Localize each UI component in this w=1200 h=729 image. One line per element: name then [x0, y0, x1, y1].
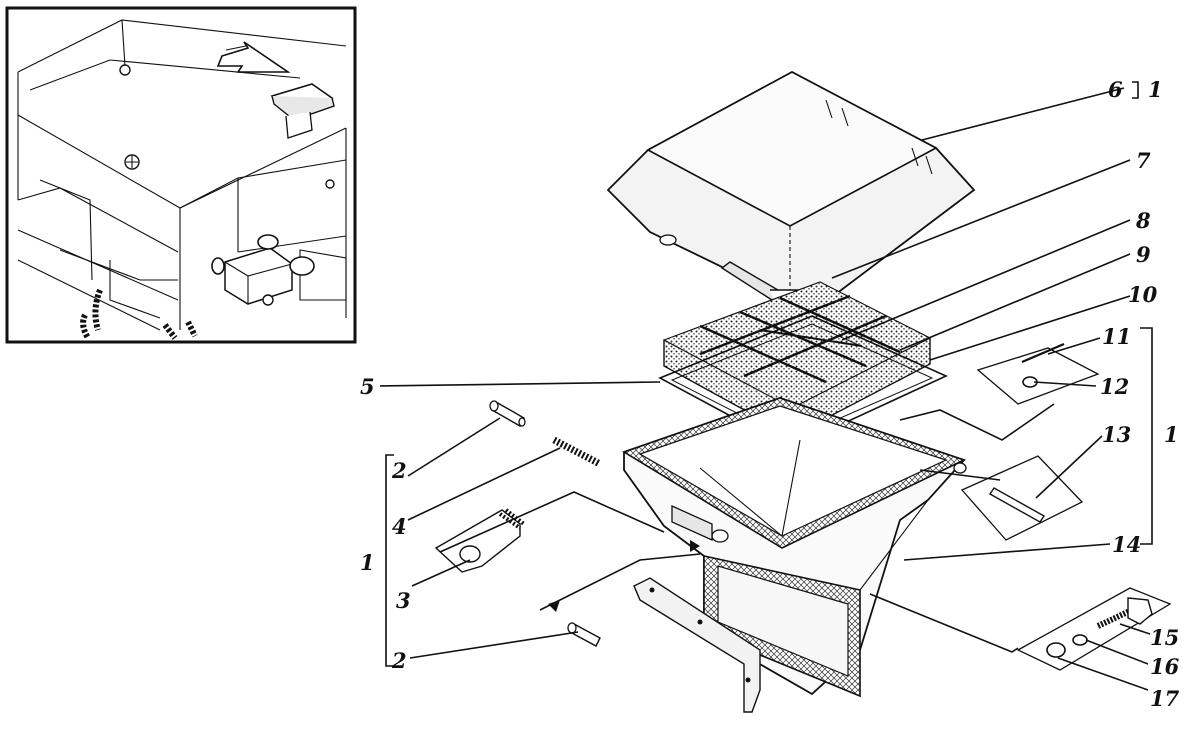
callout-1-top: 1 [1148, 77, 1163, 102]
part-4-spring [552, 436, 602, 468]
callout-17: 17 [1150, 686, 1180, 711]
callout-1-left: 1 [360, 550, 375, 575]
callout-11: 11 [1102, 324, 1131, 349]
leader-lines [379, 81, 1153, 691]
part-2-pin-lower [567, 622, 601, 647]
callout-6: 6 [1108, 77, 1123, 102]
location-arrow-icon [216, 41, 291, 73]
part-2-pin-upper [489, 400, 526, 427]
callout-12: 12 [1100, 374, 1129, 399]
part-6-cover [606, 70, 976, 301]
callout-13: 13 [1102, 422, 1131, 447]
callout-labels: 6 1 7 8 9 10 11 12 13 1 14 15 16 17 5 2 … [360, 77, 1180, 711]
callout-15: 15 [1150, 625, 1179, 650]
callout-4: 4 [392, 514, 407, 539]
callout-2-top: 2 [391, 458, 407, 483]
callout-2-bottom: 2 [391, 648, 407, 673]
callout-16: 16 [1150, 654, 1180, 679]
callout-8: 8 [1135, 208, 1151, 233]
arrowheads [548, 540, 700, 612]
part-14-housing [622, 397, 967, 698]
callout-9: 9 [1136, 242, 1151, 267]
mounting-bracket [633, 577, 761, 713]
callout-3: 3 [396, 588, 411, 613]
callout-7: 7 [1136, 148, 1151, 173]
callout-5: 5 [360, 374, 375, 399]
part-11-12-panel [976, 342, 1100, 405]
callout-14: 14 [1112, 532, 1141, 557]
inset-location-view [5, 6, 357, 344]
part-3-plug [434, 508, 526, 573]
part-15-17-panel [1016, 587, 1172, 671]
part-13-panel [960, 455, 1084, 541]
callout-10: 10 [1128, 282, 1158, 307]
callout-1-right: 1 [1164, 422, 1179, 447]
